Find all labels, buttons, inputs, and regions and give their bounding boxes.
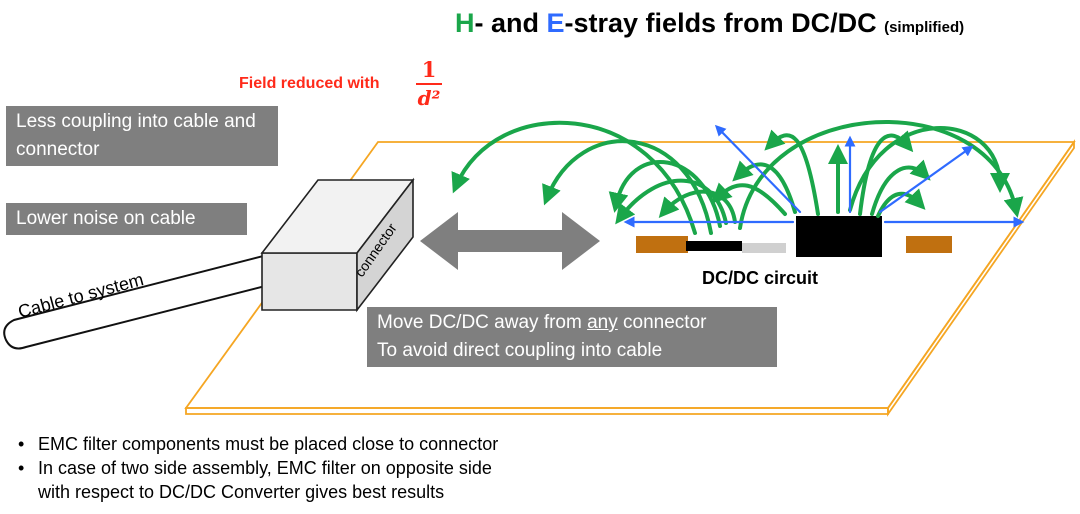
fraction-numerator: 1: [421, 57, 437, 82]
cable: Cable to system: [3, 252, 286, 350]
fraction-denominator: d²: [417, 86, 441, 110]
field-reduced-note: Field reduced with: [239, 75, 380, 92]
bullet-item: EMC filter components must be placed clo…: [14, 432, 498, 456]
connector-box: connector: [260, 177, 415, 313]
callout-less-coupling: Less coupling into cable and connector: [6, 106, 278, 166]
h-field-lines: [451, 119, 1024, 235]
brown-component-left: [636, 236, 688, 253]
distance-arrow: [420, 212, 600, 270]
gray-component: [742, 243, 786, 253]
callout-move-line1: Move DC/DC away from any connector: [377, 312, 707, 333]
bullet-list: EMC filter components must be placed clo…: [14, 432, 498, 504]
title-e-letter: E: [546, 8, 565, 38]
emphasis-any: any: [587, 312, 618, 333]
title-qualifier: (simplified): [884, 19, 965, 36]
pcb-board: [184, 139, 1076, 417]
fraction-bar: [416, 83, 442, 85]
title-rest: -stray fields from DC/DC: [564, 8, 877, 38]
brown-component-right: [906, 236, 952, 253]
e-field-lines: [623, 124, 1025, 228]
title-h-letter: H: [455, 8, 475, 38]
black-dcdc-chip: [796, 216, 882, 257]
callout-move-line2: To avoid direct coupling into cable: [377, 340, 663, 361]
bullet-item: In case of two side assembly, EMC filter…: [14, 456, 498, 480]
dcdc-label: DC/DC circuit: [702, 268, 818, 288]
black-component-small: [686, 241, 742, 251]
inverse-square-fraction: 1 d²: [414, 58, 444, 110]
title-mid: - and: [474, 8, 547, 38]
callout-move-dcdc: Move DC/DC away from any connector To av…: [367, 307, 777, 367]
dcdc-circuit: DC/DC circuit: [636, 216, 952, 288]
bullet-continuation: with respect to DC/DC Converter gives be…: [38, 482, 445, 502]
callout-lower-noise: Lower noise on cable: [6, 203, 247, 235]
slide-title: H- and E-stray fields from DC/DC (simpli…: [455, 8, 964, 39]
